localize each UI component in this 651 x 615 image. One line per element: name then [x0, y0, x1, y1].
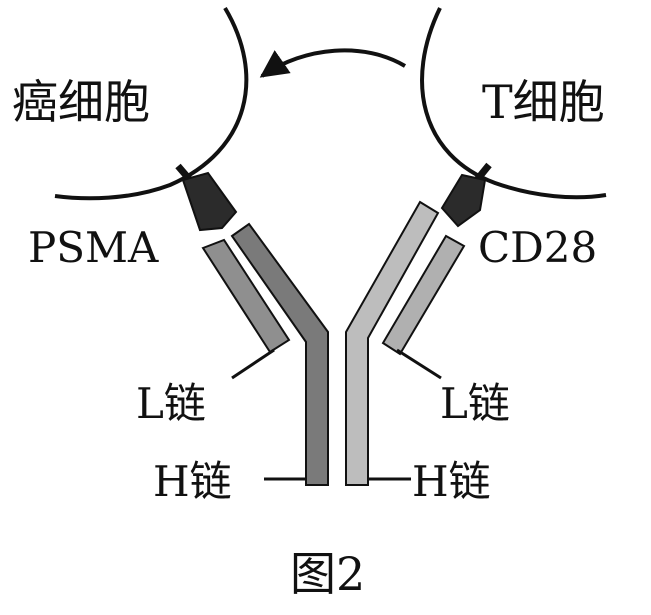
curved-arrow — [259, 48, 407, 78]
psma-receptor — [181, 171, 238, 232]
cd28-label: CD28 — [478, 223, 597, 272]
l-chain-left-pointer — [231, 348, 275, 380]
l-chain-left-label: L链 — [136, 379, 206, 428]
cancer-cell-label: 癌细胞 — [12, 75, 150, 129]
psma-label: PSMA — [28, 223, 159, 272]
cd28-receptor — [440, 173, 487, 228]
t-cell-label: T细胞 — [482, 75, 605, 129]
h-chain-left-label: H链 — [153, 457, 232, 506]
h-chain-right-label: H链 — [412, 457, 491, 506]
left-light-chain — [201, 238, 291, 354]
l-chain-right-label: L链 — [440, 379, 510, 428]
figure-caption: 图2 — [290, 547, 365, 601]
t-cell-membrane — [420, 7, 607, 200]
l-chain-right-pointer — [396, 348, 442, 380]
cancer-cell-membrane — [54, 6, 249, 201]
right-light-chain — [381, 234, 466, 356]
right-heavy-chain — [345, 200, 440, 486]
left-heavy-chain — [230, 222, 329, 486]
